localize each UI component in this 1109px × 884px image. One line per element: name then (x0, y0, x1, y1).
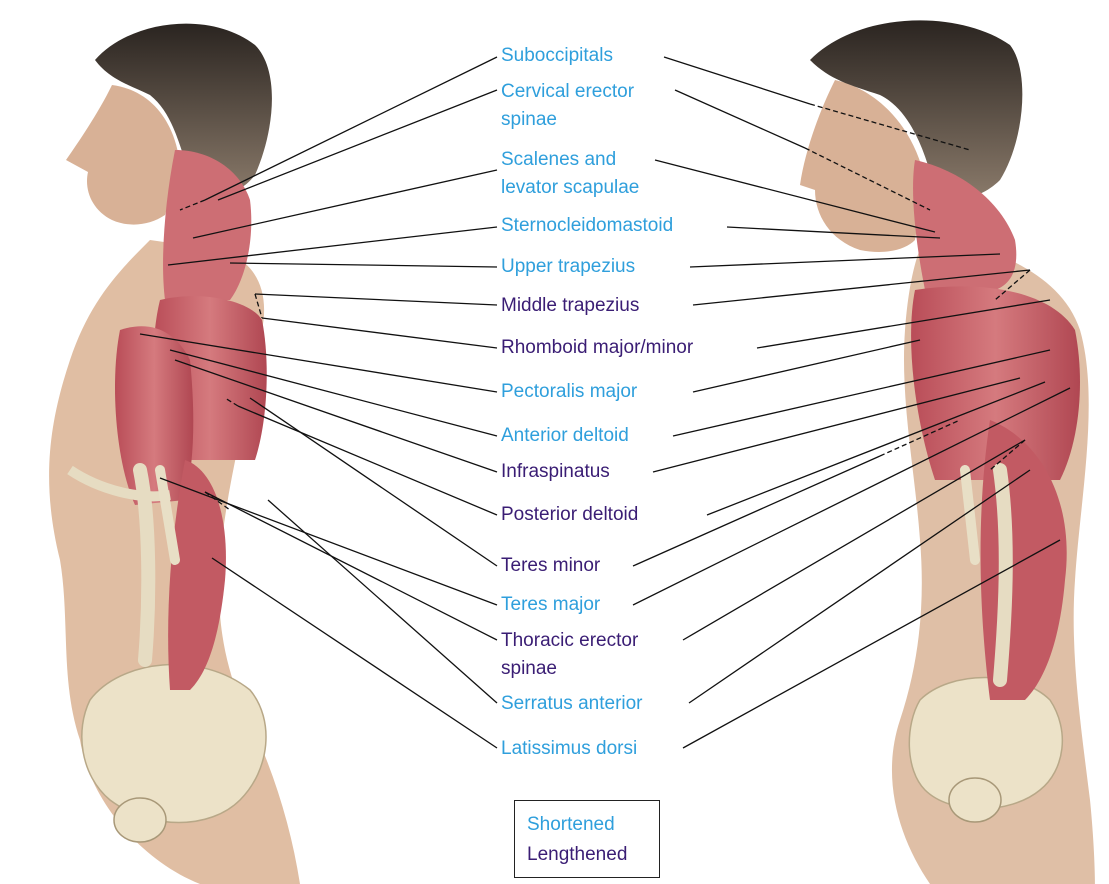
label-serratus-anterior: Serratus anterior (501, 692, 643, 715)
label-suboccipitals: Suboccipitals (501, 44, 613, 67)
label-teres-major: Teres major (501, 593, 600, 616)
right-femur-head (949, 778, 1001, 822)
label-posterior-deltoid: Posterior deltoid (501, 503, 638, 526)
right-figure (800, 20, 1095, 884)
label-teres-minor: Teres minor (501, 554, 600, 577)
left-figure (49, 24, 300, 884)
legend-shortened: Shortened (527, 813, 615, 836)
label-latissimus-dorsi: Latissimus dorsi (501, 737, 637, 760)
label-scalenes-line2: levator scapulae (501, 176, 639, 199)
label-thoracic-erector-spinae-line1: Thoracic erector (501, 629, 638, 652)
label-pectoralis-major: Pectoralis major (501, 380, 637, 403)
legend-box: Shortened Lengthened (514, 800, 660, 878)
label-rhomboid: Rhomboid major/minor (501, 336, 693, 359)
label-thoracic-erector-spinae-line2: spinae (501, 657, 557, 680)
label-anterior-deltoid: Anterior deltoid (501, 424, 629, 447)
label-upper-trapezius: Upper trapezius (501, 255, 635, 278)
label-cervical-erector-spinae-line1: Cervical erector (501, 80, 634, 103)
legend-lengthened: Lengthened (527, 843, 627, 866)
left-femur-head (114, 798, 166, 842)
right-spine (1000, 470, 1006, 680)
label-scalenes-line1: Scalenes and (501, 148, 616, 171)
label-cervical-erector-spinae-line2: spinae (501, 108, 557, 131)
label-infraspinatus: Infraspinatus (501, 460, 610, 483)
label-sternocleidomastoid: Sternocleidomastoid (501, 214, 673, 237)
label-middle-trapezius: Middle trapezius (501, 294, 639, 317)
